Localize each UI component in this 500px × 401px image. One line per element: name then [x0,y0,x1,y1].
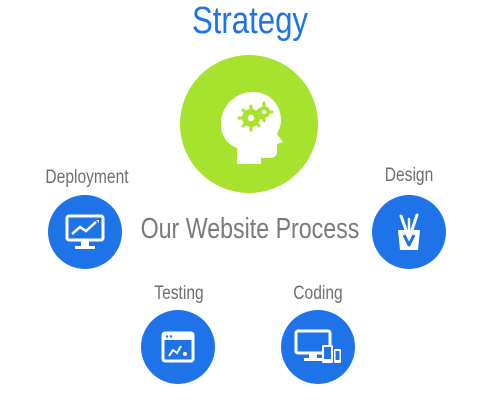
design-circle [372,195,446,269]
testing-circle [141,310,215,384]
strategy-title: Strategy [191,0,309,42]
brush-cup-icon [387,210,431,254]
head-gears-icon [201,76,297,172]
design-label: Design [384,165,434,186]
deployment-circle [48,195,122,269]
monitor-chart-icon [63,210,107,254]
devices-icon [292,325,344,369]
coding-circle [281,310,355,384]
coding-label: Coding [293,283,343,304]
process-center-label: Our Website Process [140,213,360,245]
strategy-circle [180,55,318,193]
deployment-label: Deployment [45,167,129,188]
browser-window-icon [158,327,198,367]
testing-label: Testing [154,283,204,304]
